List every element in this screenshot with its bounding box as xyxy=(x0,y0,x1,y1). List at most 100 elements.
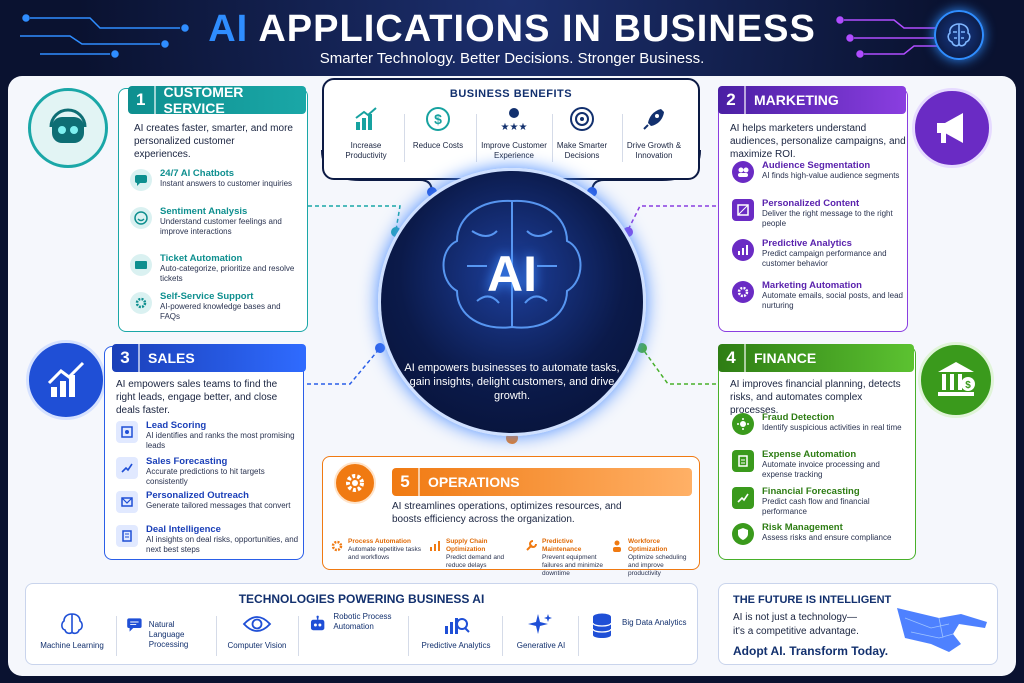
analytics-icon xyxy=(445,618,470,634)
tech-label: Generative AI xyxy=(516,641,566,650)
section-number: 4 xyxy=(718,344,746,372)
item-title: Supply Chain Optimization xyxy=(446,538,488,553)
smiley-icon xyxy=(130,207,152,229)
section-number: 1 xyxy=(128,86,156,114)
divider xyxy=(404,114,405,162)
item-desc: Automate repetitive tasks and workflows xyxy=(348,546,421,561)
target-icon xyxy=(570,107,594,131)
item-title: Sentiment Analysis xyxy=(160,206,248,217)
tech-label: Big Data Analytics xyxy=(622,618,687,627)
section-number: 5 xyxy=(392,468,420,496)
tech-rpa: Robotic Process Automation xyxy=(308,612,408,638)
benefit-reduce-costs: $ Reduce Costs xyxy=(402,106,474,151)
page-subtitle: Smarter Technology. Better Decisions. St… xyxy=(319,50,705,67)
chatbot-avatar-icon xyxy=(28,88,108,168)
brain-badge-icon xyxy=(934,10,984,60)
item-desc: Generate tailored messages that convert xyxy=(146,501,291,510)
future-line2: it's a competitive advantage. xyxy=(733,626,859,637)
divider xyxy=(578,616,579,656)
message-icon xyxy=(116,491,138,513)
sales-growth-icon xyxy=(26,340,106,420)
marketing-intro: AI helps marketers understand audiences,… xyxy=(730,123,906,160)
growth-chart-icon xyxy=(732,487,754,509)
section-number: 2 xyxy=(718,86,746,114)
item-title: Lead Scoring xyxy=(146,420,207,431)
divider xyxy=(476,114,477,162)
item-desc: Accurate predictions to hit targets cons… xyxy=(146,467,265,486)
customer-service-header: 1 CUSTOMER SERVICE xyxy=(128,84,306,116)
item-title: Sales Forecasting xyxy=(146,456,228,467)
tech-label: Predictive Analytics xyxy=(421,641,491,650)
item-title: Ticket Automation xyxy=(160,253,243,264)
bar-chart-icon xyxy=(732,239,754,261)
growth-chart-icon xyxy=(355,107,377,130)
item-desc: Predict campaign performance and custome… xyxy=(762,249,887,268)
gear-icon xyxy=(732,281,754,303)
divider xyxy=(408,616,409,656)
divider xyxy=(622,114,623,162)
divider xyxy=(116,616,117,656)
digital-hand-icon xyxy=(897,608,987,652)
eye-icon xyxy=(242,616,272,632)
item-title: Deal Intelligence xyxy=(146,524,221,535)
sparkle-icon xyxy=(528,614,552,634)
tech-label: Robotic Process Automation xyxy=(333,612,392,631)
item-desc: Predict demand and reduce delays xyxy=(446,554,505,569)
tech-big-data: Big Data Analytics xyxy=(590,612,690,640)
item-title: Personalized Content xyxy=(762,198,860,209)
benefit-customer-experience: ★★★ Improve Customer Experience xyxy=(478,106,550,161)
forecast-chart-icon xyxy=(116,457,138,479)
gear-icon xyxy=(130,292,152,314)
section-title: MARKETING xyxy=(754,92,839,108)
business-benefits-panel: BUSINESS BENEFITS Increase Productivity … xyxy=(322,78,700,180)
circuit-decoration-left xyxy=(20,14,189,58)
invoice-icon xyxy=(732,450,754,472)
item-title: Self-Service Support xyxy=(160,291,254,302)
ticket-icon xyxy=(130,254,152,276)
center-description: AI empowers businesses to automate tasks… xyxy=(404,362,620,402)
marketing-header: 2 MARKETING xyxy=(718,86,906,114)
wrench-icon xyxy=(524,539,538,553)
item-desc: Deliver the right message to the right p… xyxy=(762,209,893,228)
sales-header: 3 SALES xyxy=(112,344,306,372)
workforce-icon xyxy=(610,539,624,553)
section-title: FINANCE xyxy=(754,350,817,366)
content-icon xyxy=(732,199,754,221)
customer-stars-icon: ★★★ xyxy=(501,108,527,133)
item-desc: Understand customer feelings and improve… xyxy=(160,217,282,236)
item-title: Workforce Optimization xyxy=(628,538,668,553)
item-desc: AI-powered knowledge bases and FAQs xyxy=(160,302,281,321)
item-title: Personalized Outreach xyxy=(146,490,249,501)
item-title: Fraud Detection xyxy=(762,412,835,423)
item-desc: Prevent equipment failures and minimize … xyxy=(542,554,604,577)
operations-header: 5 OPERATIONS xyxy=(392,468,692,496)
benefit-increase-productivity: Increase Productivity xyxy=(330,106,402,161)
item-desc: Assess risks and ensure compliance xyxy=(762,533,892,542)
divider xyxy=(502,616,503,656)
tech-predictive-analytics: Predictive Analytics xyxy=(414,612,498,651)
benefit-label: Drive Growth & Innovation xyxy=(626,141,682,160)
rocket-icon xyxy=(643,109,664,130)
finance-intro: AI improves financial planning, detects … xyxy=(730,379,901,416)
item-title: Audience Segmentation xyxy=(762,160,871,171)
brain-icon xyxy=(61,613,83,635)
circuit-decoration-right xyxy=(836,16,944,58)
section-title: OPERATIONS xyxy=(428,474,520,490)
chat-icon xyxy=(127,618,142,632)
divider xyxy=(552,114,553,162)
